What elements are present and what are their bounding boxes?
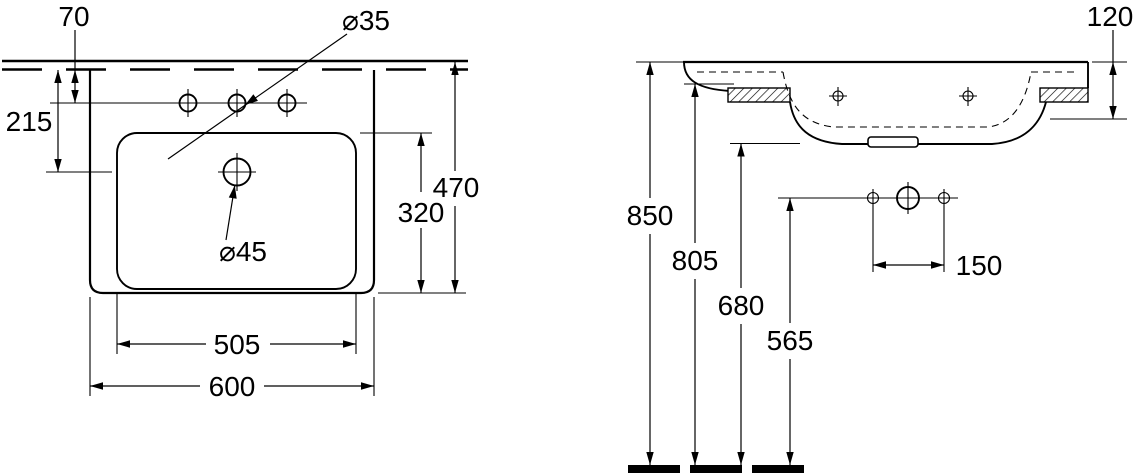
dim-rim-depth-label: 120 — [1087, 1, 1134, 32]
front-edge-curve — [683, 61, 731, 92]
drain-boss — [867, 136, 919, 148]
dim-total-width: 600 — [89, 297, 375, 402]
dim-inner-width-label: 505 — [214, 329, 261, 360]
fixing-hole-right — [959, 87, 977, 106]
shelf-edge-line — [2, 59, 468, 71]
dim-tap-hole-offset-label: 70 — [58, 1, 89, 32]
leader-tap-hole-diameter: ⌀35 — [167, 5, 390, 160]
dim-height-connections: 565 — [767, 198, 814, 465]
fixing-hole-left — [829, 87, 847, 106]
dim-total-width-label: 600 — [209, 371, 256, 402]
dim-height-total-label: 850 — [627, 200, 674, 231]
connection-holes — [778, 182, 958, 214]
basin-outer-outline — [88, 70, 376, 295]
countertop-section-right — [1039, 87, 1089, 103]
dim-total-depth-label: 470 — [433, 172, 480, 203]
top-view: ⌀35 ⌀45 70 215 470 — [2, 1, 479, 402]
dim-height-bowl-bottom-label: 680 — [718, 290, 765, 321]
side-view: 150 120 850 805 680 — [627, 1, 1134, 473]
dim-height-connections-label: 565 — [767, 325, 814, 356]
basin-inner-outline — [116, 132, 357, 290]
tap-hole-right — [277, 89, 297, 117]
dim-connection-spacing-label: 150 — [956, 250, 1003, 281]
dim-drain-offset-label: 215 — [6, 106, 53, 137]
drain-hole — [218, 153, 256, 191]
dim-height-bowl-bottom: 680 — [718, 142, 800, 465]
dim-connection-spacing: 150 — [872, 207, 1003, 281]
bowl-inner-dashed — [782, 71, 1032, 128]
dim-inner-depth: 320 — [360, 132, 445, 293]
dim-height-rim-underside-label: 805 — [672, 245, 719, 276]
dim-total-depth: 470 — [378, 62, 480, 294]
dim-tap-hole-offset: 70 — [58, 1, 90, 103]
tap-hole-diameter-label: ⌀35 — [342, 5, 390, 36]
drain-diameter-label: ⌀45 — [219, 236, 267, 267]
tap-hole-left — [178, 89, 198, 117]
dim-drain-offset: 215 — [6, 70, 112, 173]
dim-inner-width: 505 — [116, 294, 357, 360]
dim-height-total: 850 — [627, 61, 684, 465]
countertop-section-left — [727, 87, 791, 103]
leader-drain-diameter: ⌀45 — [219, 185, 267, 267]
dim-inner-depth-label: 320 — [398, 197, 445, 228]
dim-rim-depth: 120 — [1050, 1, 1134, 120]
dim-height-rim-underside: 805 — [672, 83, 734, 465]
